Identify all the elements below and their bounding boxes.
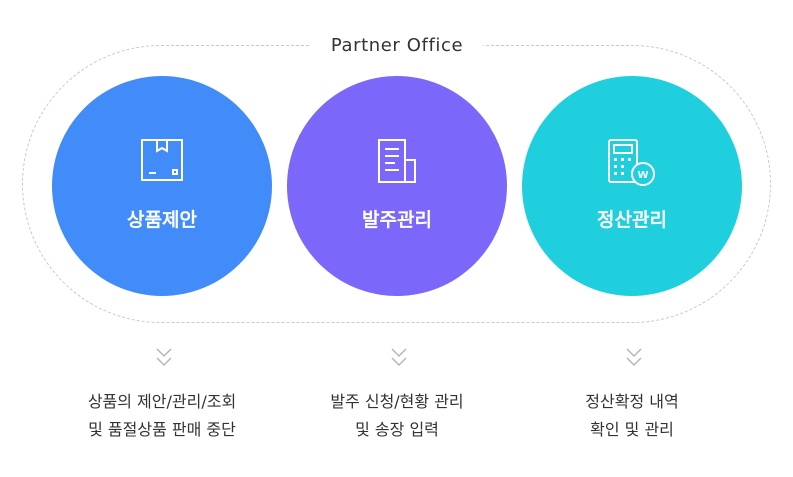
description-line: 상품의 제안/관리/조회 bbox=[87, 392, 237, 411]
svg-text:W: W bbox=[637, 170, 648, 181]
step-order-circle: 발주관리 bbox=[287, 76, 507, 296]
description-line: 및 송장 입력 bbox=[355, 420, 439, 439]
box-icon bbox=[141, 139, 183, 181]
diagram-title: Partner Office bbox=[311, 34, 483, 58]
step-order-description: 발주 신청/현황 관리 및 송장 입력 bbox=[287, 388, 507, 444]
chevron-down-icon bbox=[626, 348, 642, 367]
chevron-down-icon bbox=[391, 348, 407, 367]
description-line: 발주 신청/현황 관리 bbox=[330, 392, 464, 411]
step-settlement-circle: W 정산관리 bbox=[522, 76, 742, 296]
step-product-circle: 상품제안 bbox=[52, 76, 272, 296]
step-order-label: 발주관리 bbox=[362, 209, 432, 231]
calculator-won-icon: W bbox=[608, 139, 655, 186]
step-product-label: 상품제안 bbox=[127, 209, 197, 231]
description-line: 확인 및 관리 bbox=[590, 420, 674, 439]
document-icon bbox=[378, 139, 416, 183]
step-product-description: 상품의 제안/관리/조회 및 품절상품 판매 중단 bbox=[52, 388, 272, 444]
chevron-down-icon bbox=[156, 348, 172, 367]
description-line: 정산확정 내역 bbox=[585, 392, 679, 411]
step-settlement-label: 정산관리 bbox=[597, 209, 667, 231]
step-settlement-description: 정산확정 내역 확인 및 관리 bbox=[522, 388, 742, 444]
description-line: 및 품절상품 판매 중단 bbox=[88, 420, 236, 439]
